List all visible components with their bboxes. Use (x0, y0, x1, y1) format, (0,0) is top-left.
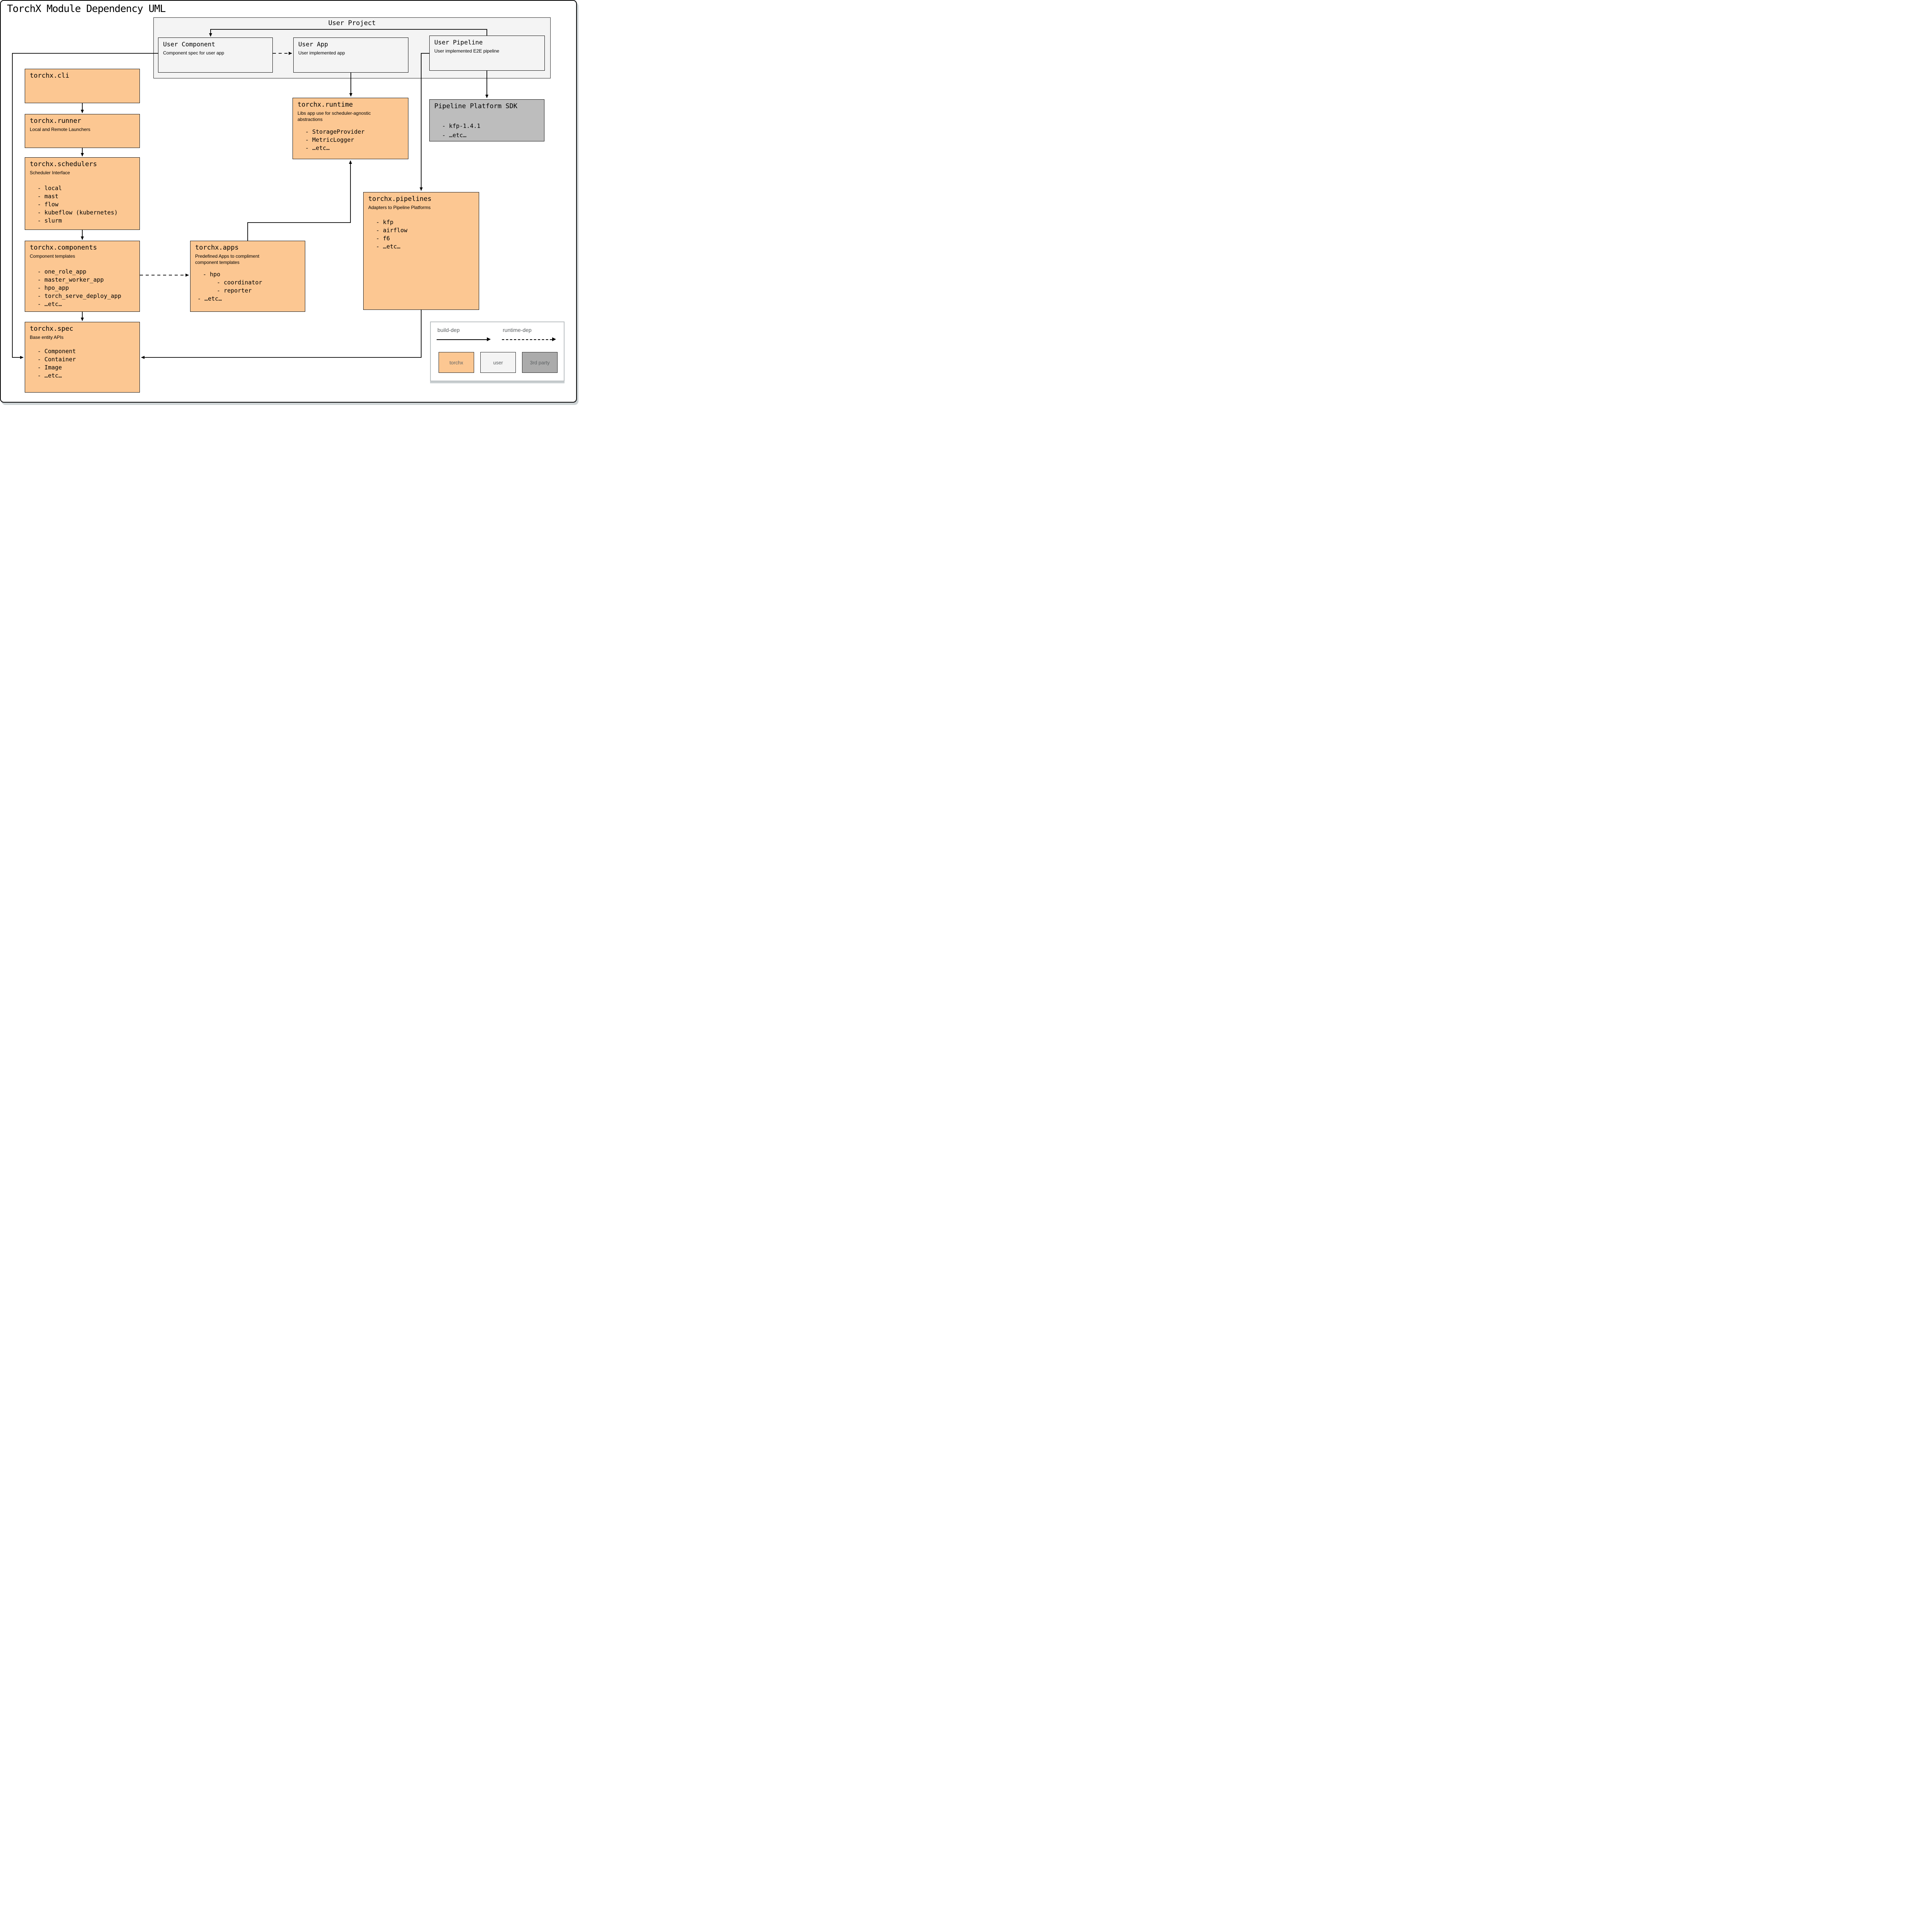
list-item: - …etc… (37, 301, 62, 308)
node-torchx-runner-title: torchx.runner (30, 117, 82, 125)
node-torchx-runner: torchx.runner Local and Remote Launchers (25, 114, 140, 148)
list-item: - Container (37, 356, 76, 363)
node-torchx-pipelines-title: torchx.pipelines (368, 195, 432, 203)
node-torchx-runner-subtitle: Local and Remote Launchers (30, 127, 90, 132)
list-item: - one_role_app (37, 268, 87, 275)
list-item: - kubeflow (kubernetes) (37, 209, 118, 216)
spec-list: - Component - Container - Image - …etc… (30, 347, 135, 380)
list-item: - reporter (217, 287, 252, 294)
node-torchx-pipelines: torchx.pipelines Adapters to Pipeline Pl… (363, 192, 479, 310)
node-torchx-spec: torchx.spec Base entity APIs - Component… (25, 322, 140, 393)
list-item: - …etc… (305, 145, 330, 151)
node-torchx-schedulers-title: torchx.schedulers (30, 160, 97, 168)
group-user-project-label: User Project (328, 19, 376, 27)
legend-swatch-user-label: user (493, 359, 503, 366)
legend-runtime-dep-arrow-icon (502, 337, 556, 341)
node-user-app-subtitle: User implemented app (298, 50, 345, 56)
legend-swatch-3rd-party-label: 3rd party (530, 359, 550, 366)
list-item: - f6 (376, 235, 390, 242)
list-item: - …etc… (442, 132, 467, 139)
components-list: - one_role_app - master_worker_app - hpo… (30, 268, 135, 308)
list-item: - kfp-1.4.1 (442, 122, 481, 129)
node-user-component-title: User Component (163, 41, 215, 48)
list-item: - MetricLogger (305, 136, 354, 143)
legend-swatch-torchx-label: torchx (449, 359, 463, 366)
apps-list: - hpo - coordinator - reporter - …etc… (195, 270, 300, 303)
node-user-app: User App User implemented app (293, 37, 408, 73)
legend-runtime-dep-label: runtime-dep (503, 327, 532, 333)
node-user-pipeline-title: User Pipeline (434, 39, 483, 46)
list-item: - torch_serve_deploy_app (37, 293, 121, 299)
node-torchx-apps: torchx.apps Predefined Apps to complimen… (190, 241, 305, 312)
list-item: - coordinator (217, 279, 262, 286)
list-item: - Component (37, 348, 76, 355)
legend: build-dep runtime-dep torchx user 3rd pa… (430, 321, 565, 381)
list-item: - airflow (376, 227, 408, 234)
node-torchx-spec-subtitle: Base entity APIs (30, 335, 64, 340)
legend-build-dep-arrow-icon (437, 337, 491, 341)
runtime-list: - StorageProvider - MetricLogger - …etc… (298, 128, 403, 152)
node-torchx-runtime-title: torchx.runtime (298, 101, 353, 109)
list-item: - …etc… (197, 295, 222, 302)
sdk-list: - kfp-1.4.1 - …etc… (434, 121, 539, 140)
node-user-pipeline-subtitle: User implemented E2E pipeline (434, 48, 500, 54)
node-torchx-schedulers: torchx.schedulers Scheduler Interface - … (25, 157, 140, 230)
list-item: - local (37, 185, 62, 192)
node-user-component: User Component Component spec for user a… (158, 37, 273, 73)
page-title: TorchX Module Dependency UML (7, 3, 166, 15)
edge-apps-runtime (247, 160, 352, 241)
node-torchx-schedulers-subtitle: Scheduler Interface (30, 170, 70, 175)
node-torchx-runtime: torchx.runtime Libs app use for schedule… (293, 98, 408, 159)
node-torchx-components: torchx.components Component templates - … (25, 241, 140, 312)
list-item: - …etc… (376, 243, 401, 250)
list-item: - master_worker_app (37, 276, 104, 283)
node-user-app-title: User App (298, 41, 328, 48)
list-item: - mast (37, 193, 59, 200)
node-user-pipeline: User Pipeline User implemented E2E pipel… (429, 36, 545, 71)
node-torchx-pipelines-subtitle: Adapters to Pipeline Platforms (368, 205, 431, 210)
node-torchx-cli: torchx.cli (25, 69, 140, 103)
node-torchx-components-title: torchx.components (30, 244, 97, 252)
list-item: - Image (37, 364, 62, 371)
legend-build-dep-label: build-dep (437, 327, 460, 333)
list-item: - kfp (376, 219, 394, 226)
node-pipeline-platform-sdk-title: Pipeline Platform SDK (434, 102, 517, 110)
node-torchx-spec-title: torchx.spec (30, 325, 73, 333)
list-item: - hpo (203, 271, 221, 278)
list-item: - hpo_app (37, 284, 69, 291)
node-torchx-runtime-subtitle: Libs app use for scheduler-agnostic abst… (298, 111, 371, 122)
pipelines-list: - kfp - airflow - f6 - …etc… (368, 218, 474, 251)
list-item: - slurm (37, 217, 62, 224)
legend-swatch-user: user (480, 352, 516, 373)
legend-swatch-3rd-party: 3rd party (522, 352, 558, 373)
node-pipeline-platform-sdk: Pipeline Platform SDK - kfp-1.4.1 - …etc… (429, 99, 544, 141)
node-torchx-cli-title: torchx.cli (30, 72, 70, 80)
edge-pipelines-spec (141, 310, 422, 359)
node-user-component-subtitle: Component spec for user app (163, 50, 224, 56)
node-torchx-apps-subtitle: Predefined Apps to compliment component … (195, 253, 260, 265)
legend-swatch-torchx: torchx (439, 352, 474, 373)
list-item: - flow (37, 201, 59, 208)
list-item: - StorageProvider (305, 128, 365, 135)
list-item: - …etc… (37, 372, 62, 379)
diagram-canvas: TorchX Module Dependency UML User Projec… (0, 0, 577, 403)
node-torchx-apps-title: torchx.apps (195, 244, 239, 252)
scheduler-list: - local - mast - flow - kubeflow (kubern… (30, 184, 135, 225)
node-torchx-components-subtitle: Component templates (30, 253, 75, 259)
